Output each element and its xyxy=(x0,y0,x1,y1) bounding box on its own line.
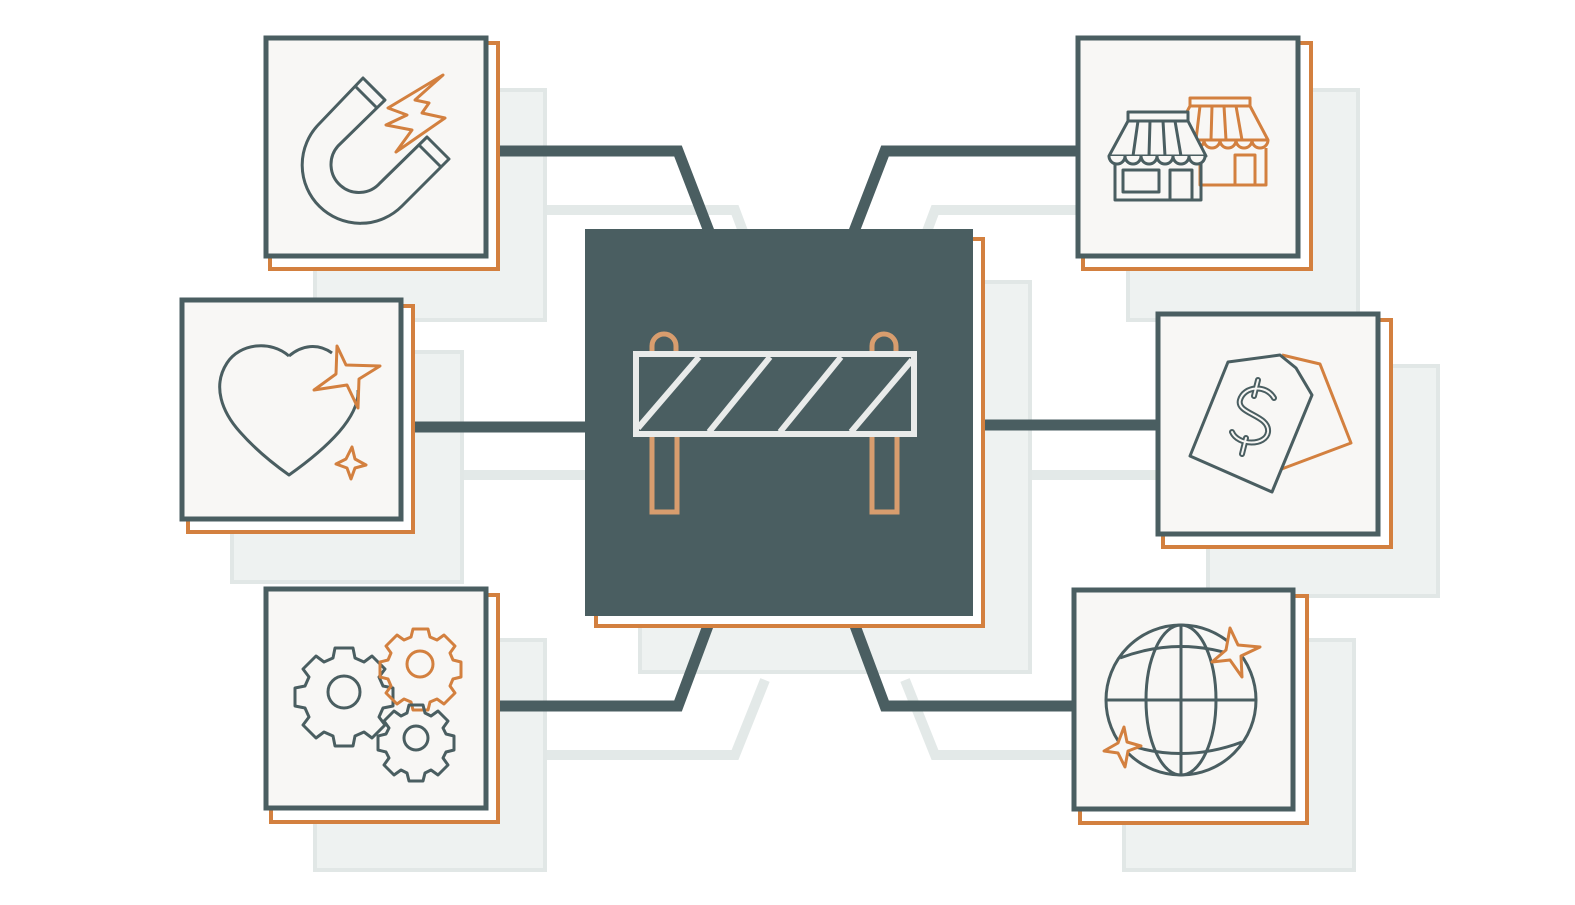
magnet-icon xyxy=(300,73,451,225)
card-bottom-right xyxy=(1071,587,1309,825)
price-tag-back xyxy=(1278,353,1353,472)
card-middle-left xyxy=(179,297,415,534)
sparkle-small xyxy=(334,445,368,481)
magnet-body xyxy=(300,76,451,225)
connector-top-right xyxy=(847,145,1080,236)
card-middle-right xyxy=(1155,311,1393,549)
card-body xyxy=(1155,311,1381,537)
gear-large xyxy=(293,646,395,748)
connector-bottom-right xyxy=(845,613,1075,712)
card-body xyxy=(179,297,404,522)
road-barrier-icon xyxy=(633,331,917,515)
price-tag-front xyxy=(1188,353,1314,494)
heart-shape xyxy=(218,344,360,477)
heart-sparkle-icon xyxy=(218,344,382,481)
gear-small xyxy=(376,703,456,783)
card-top-left xyxy=(263,35,500,271)
barrier-stripes xyxy=(635,355,915,434)
barrier-hook-left xyxy=(649,331,679,354)
connector-top-left xyxy=(488,145,716,236)
lightning-bolt xyxy=(384,73,447,154)
card-bottom-left xyxy=(263,586,500,824)
barrier-hook-right xyxy=(869,331,899,354)
sparkle-globe-bottom xyxy=(1102,725,1143,769)
gears-icon xyxy=(293,627,463,783)
barrier-board xyxy=(633,351,917,437)
price-tags-icon xyxy=(1188,353,1353,494)
ghost-connector xyxy=(500,678,770,760)
sparkle-large xyxy=(312,344,382,410)
gear-orange xyxy=(378,627,463,712)
sparkle-globe-top xyxy=(1210,626,1262,679)
connectors xyxy=(403,145,1160,712)
center-card-body xyxy=(585,229,973,616)
dollar-sign-inner xyxy=(1231,379,1275,455)
storefronts-icon xyxy=(1107,96,1270,202)
card-body xyxy=(263,35,489,259)
storefront-slate xyxy=(1107,110,1208,202)
card-top-right xyxy=(1075,35,1313,271)
connector-bottom-left xyxy=(488,613,718,712)
globe-sparkle-icon xyxy=(1102,623,1262,777)
card-body xyxy=(263,586,489,811)
center-card xyxy=(585,229,985,628)
